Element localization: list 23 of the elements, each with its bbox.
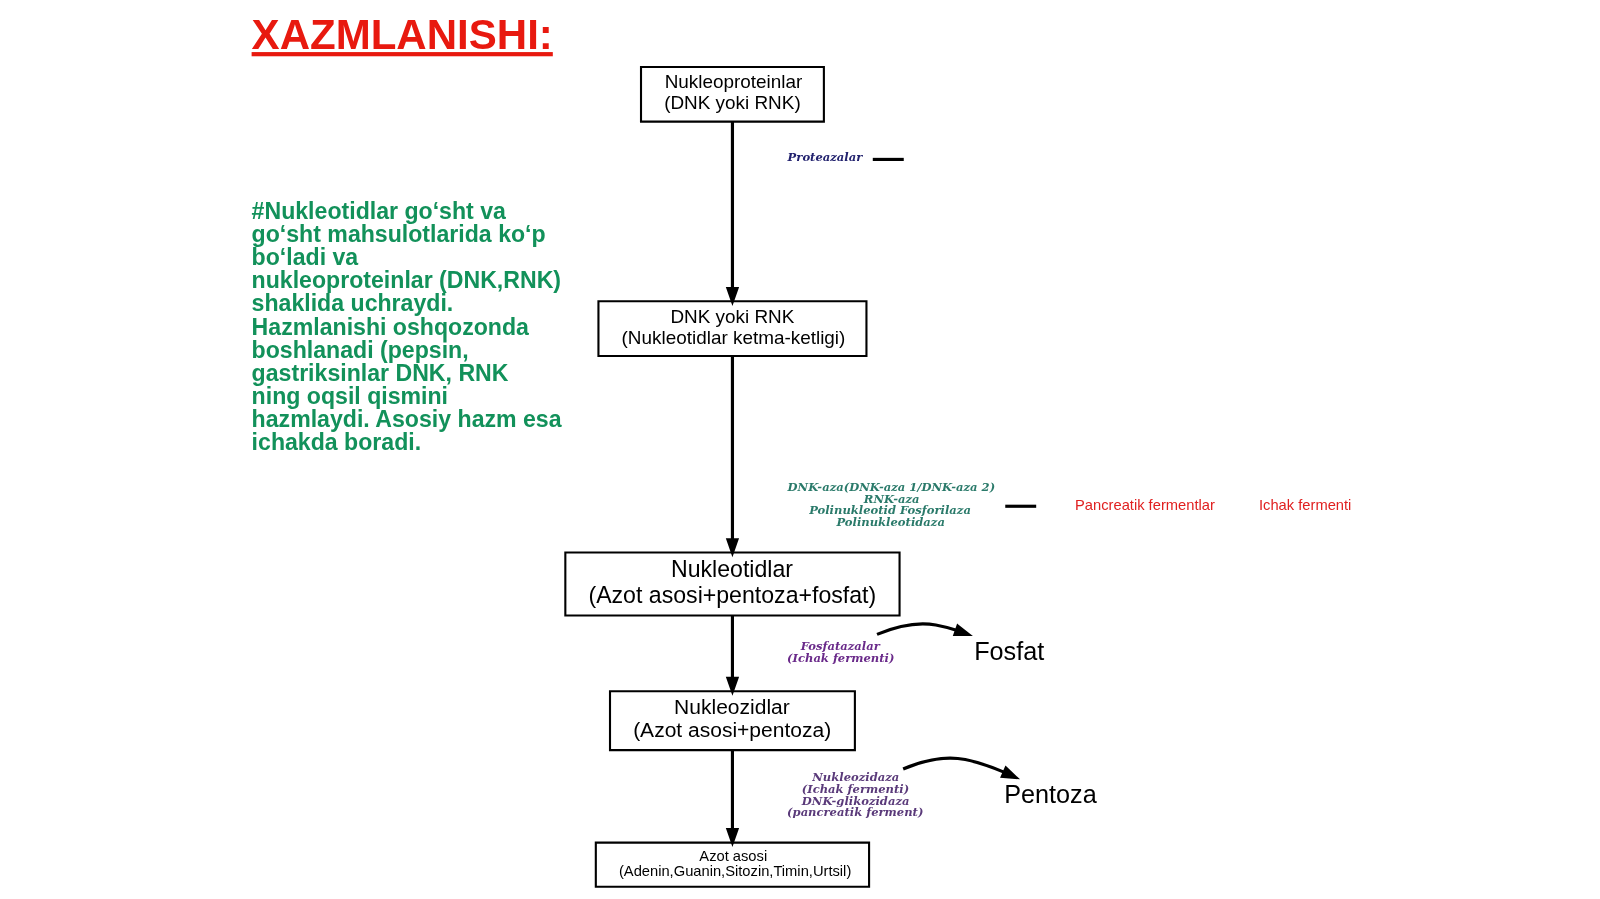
- node-box: DNK yoki RNK (Nukleotidlar ketma-ketligi): [596, 300, 867, 357]
- arrow: [902, 756, 1020, 780]
- node-text: Pentoza: [1003, 779, 1097, 808]
- arrow: [725, 121, 739, 306]
- node-box: Nukleozidlar (Azot asosi+pentoza): [608, 690, 856, 752]
- node-box: Nukleotidlar (Azot asosi+pentoza+fosfat): [563, 551, 901, 617]
- label: Pancreatik fermentlar: [1074, 497, 1215, 514]
- diagram-title: XAZMLANISHI:: [251, 11, 553, 59]
- label: Ichak fermenti: [1258, 497, 1351, 514]
- node-box: Nukleoproteinlar (DNK yoki RNK): [639, 65, 825, 123]
- connector: [872, 157, 904, 161]
- node-text: DNK-aza(DNK-aza 1/DNK-aza 2) RNK-aza Polinukleotid Fosforilaza Polinukleotidaza: [787, 480, 995, 530]
- label: #Nukleotidlar go‘sht va go‘sht mahsulotlarida ko‘p bo‘ladi va nukleoproteinlar (DNK,RNK) shaklida uchraydi. Hazmlanishi oshqozonda boshlanadi (pepsin, gastriksinlar DNK, RNK ning oqsil qismini hazmlaydi. Asosiy hazm esa ichakda boradi.: [251, 197, 562, 456]
- arrow: [725, 750, 739, 848]
- arrow: [725, 356, 739, 558]
- node-text: Proteazalar: [787, 150, 862, 165]
- connector: [1004, 504, 1036, 508]
- node-text: Nukleozidaza (Ichak fermenti) DNK-glikozidaza (pancreatik ferment): [786, 770, 923, 820]
- node-text: Fosfatazalar (Ichak fermenti): [786, 639, 894, 665]
- arrow: [725, 615, 739, 696]
- arrow: [875, 622, 973, 637]
- node-text: Fosfat: [973, 636, 1044, 665]
- node-box: Azot asosi (Adenin,Guanin,Sitozin,Timin,Urtsil): [594, 841, 870, 888]
